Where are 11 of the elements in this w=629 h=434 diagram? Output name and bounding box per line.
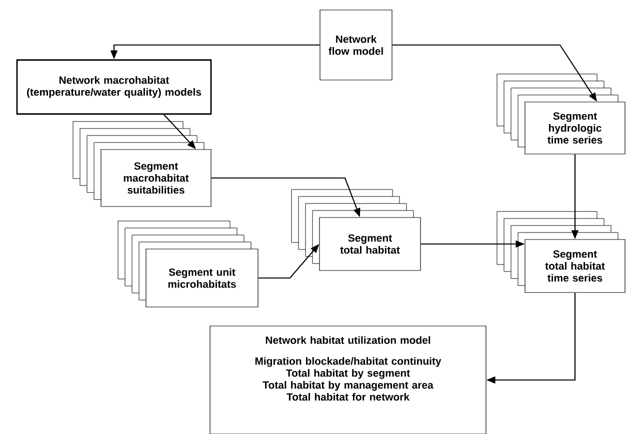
- process-box: Network flow model: [320, 10, 392, 80]
- node-label: suitabilities: [128, 186, 184, 194]
- stacked-box: Segment hydrologic time series: [496, 74, 626, 154]
- stacked-box: Segment total habitat: [291, 189, 421, 271]
- process-box: Network macrohabitat (temperature/water quality) models: [16, 59, 212, 115]
- node-label: total habitat: [340, 246, 400, 254]
- stacked-box: Segment macrohabitat suitabilities: [72, 121, 212, 207]
- stacked-box: Segment total habitat time series: [496, 211, 626, 293]
- node-label: time series: [548, 274, 602, 282]
- stacked-box: Segment unit microhabitats: [118, 220, 258, 308]
- process-box: Network habitat utilization model Migration blockade/habitat continuity Total habitat by segment Total habitat by management area Total habitat for network: [210, 326, 486, 434]
